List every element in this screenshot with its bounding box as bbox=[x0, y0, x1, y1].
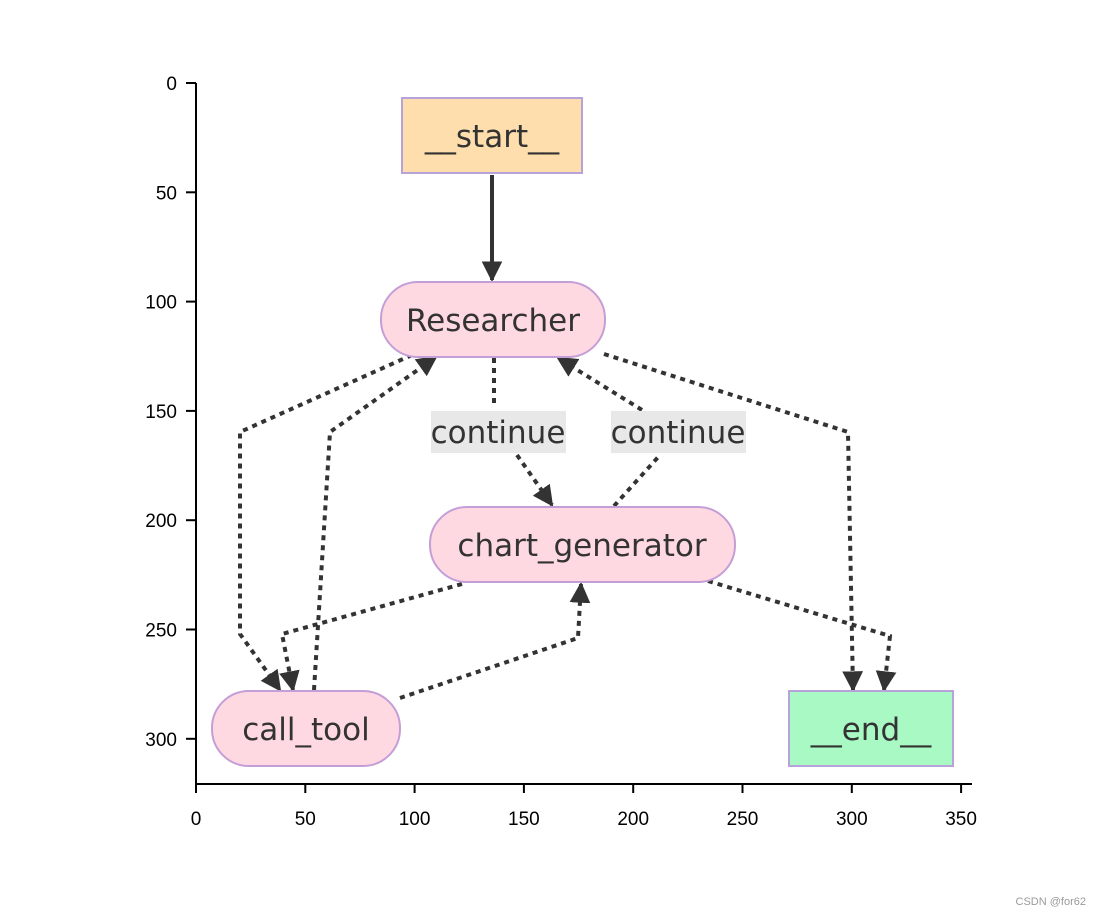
y-tick-label: 300 bbox=[145, 730, 177, 751]
edge-call-tool-to-chart-generator bbox=[399, 581, 591, 700]
node-researcher[interactable]: Researcher bbox=[380, 281, 606, 358]
node-label: chart_generator bbox=[457, 528, 706, 564]
y-tick-label: 100 bbox=[145, 293, 177, 314]
y-axis: 0 50 100 150 200 250 300 bbox=[145, 74, 197, 784]
y-tick-label: 250 bbox=[145, 621, 177, 642]
y-tick-label: 200 bbox=[145, 511, 177, 532]
node-call-tool[interactable]: call_tool bbox=[211, 690, 401, 767]
node-chart-generator[interactable]: chart_generator bbox=[429, 506, 736, 583]
x-tick-label: 200 bbox=[617, 809, 649, 830]
node-start[interactable]: __start__ bbox=[401, 97, 583, 174]
edges bbox=[238, 175, 897, 700]
y-tick-label: 50 bbox=[156, 183, 177, 204]
edge-label-text: continue bbox=[431, 415, 566, 451]
edge-call-tool-to-researcher bbox=[312, 355, 438, 691]
node-end[interactable]: __end__ bbox=[788, 690, 954, 767]
node-label: __start__ bbox=[424, 119, 560, 155]
edge-label-chart-to-researcher: continue bbox=[611, 411, 746, 453]
edge-label-text: continue bbox=[611, 415, 746, 451]
edge-chart-generator-to-researcher bbox=[558, 358, 662, 508]
x-tick-label: 100 bbox=[399, 809, 431, 830]
x-tick-label: 50 bbox=[295, 809, 316, 830]
edge-label-researcher-to-chart: continue bbox=[431, 411, 566, 453]
node-label: __end__ bbox=[810, 712, 932, 748]
x-tick-label: 350 bbox=[945, 809, 977, 830]
node-label: call_tool bbox=[242, 712, 369, 748]
edge-chart-generator-to-call-tool bbox=[279, 582, 463, 693]
x-tick-label: 150 bbox=[508, 809, 540, 830]
node-label: Researcher bbox=[406, 303, 580, 339]
watermark: CSDN @for62 bbox=[1015, 896, 1086, 908]
edge-chart-generator-to-end bbox=[707, 579, 897, 693]
x-axis: 0 50 100 150 200 250 300 350 bbox=[191, 783, 977, 830]
y-tick-label: 0 bbox=[166, 74, 177, 95]
x-tick-label: 0 bbox=[191, 809, 202, 830]
edge-researcher-to-call-tool bbox=[238, 353, 413, 692]
x-tick-label: 300 bbox=[836, 809, 868, 830]
y-tick-label: 150 bbox=[145, 402, 177, 423]
x-tick-label: 250 bbox=[727, 809, 759, 830]
edge-researcher-to-chart-generator bbox=[492, 358, 552, 505]
